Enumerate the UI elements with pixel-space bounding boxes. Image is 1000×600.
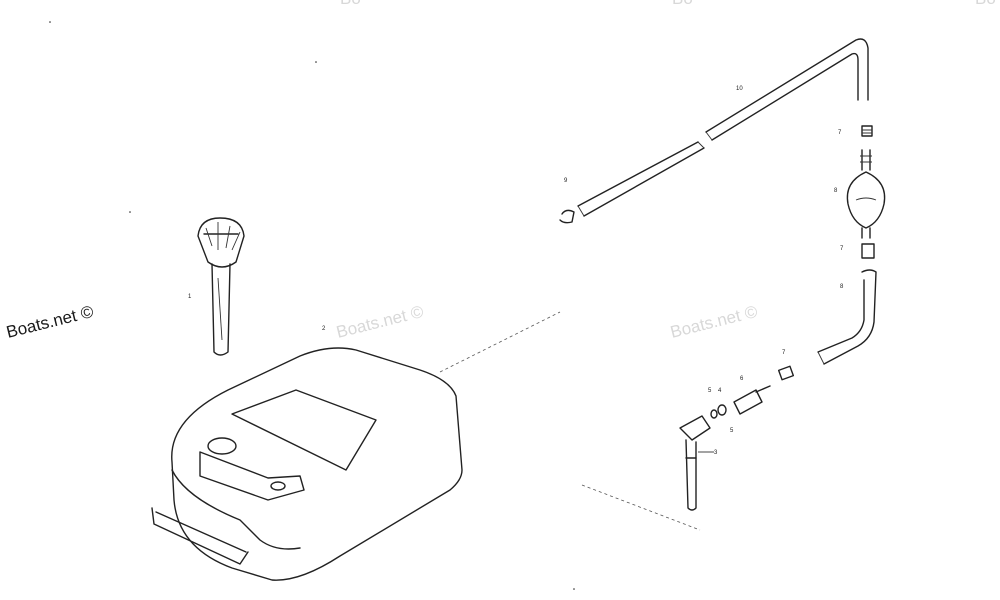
- leader-line: [581, 484, 701, 531]
- fuel-line-part: 10: [577, 38, 869, 217]
- pickup-tube-part: 3: [679, 415, 718, 511]
- short-hose-part: 8: [817, 269, 877, 365]
- callout-5: 5: [708, 388, 712, 394]
- connector-assembly-part: 5 4 6 5: [708, 376, 771, 434]
- watermark-faint: Boats.net ©: [668, 302, 759, 342]
- callout-2: 2: [322, 326, 326, 332]
- watermark-main: Boats.net ©: [4, 302, 95, 342]
- primer-bulb-part: 8: [834, 149, 886, 239]
- callout-7a: 7: [838, 130, 842, 136]
- watermark-fragment: Bo: [672, 0, 693, 8]
- clamp-lower-part: 7: [777, 350, 795, 381]
- fuel-tank-part: 2: [151, 326, 463, 581]
- callout-7c: 7: [782, 350, 786, 356]
- watermark-faint: Boats.net ©: [334, 302, 425, 342]
- clamp-mid-part: 7: [840, 243, 875, 259]
- callout-9: 9: [564, 178, 568, 184]
- callout-4: 4: [718, 388, 722, 394]
- callout-3: 3: [714, 450, 718, 456]
- callout-8b: 8: [840, 284, 844, 290]
- callout-10: 10: [736, 86, 743, 92]
- fuel-gauge-part: 1: [188, 217, 245, 356]
- callout-7b: 7: [840, 246, 844, 252]
- watermark-fragment: Bo: [975, 0, 996, 8]
- watermark-fragment: Bo: [340, 0, 361, 8]
- callout-6: 6: [740, 376, 744, 382]
- hose-clamp-part: 9: [559, 178, 575, 224]
- callout-1: 1: [188, 294, 192, 300]
- leader-line: [439, 311, 561, 373]
- clamp-upper-part: 7: [838, 125, 873, 137]
- callout-5b: 5: [730, 428, 734, 434]
- callout-8: 8: [834, 188, 838, 194]
